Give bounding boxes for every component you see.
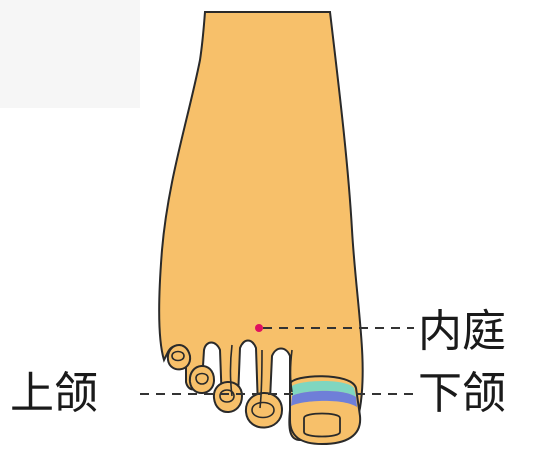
- foot-outline: [158, 11, 364, 441]
- toe-2-nail: [251, 401, 275, 419]
- band-lower: [291, 390, 357, 407]
- toe-gap-line-3: [289, 349, 293, 393]
- label-shangheng: 上颌: [10, 368, 98, 419]
- toe-gap-line-1: [229, 344, 233, 397]
- background-panel: [0, 0, 140, 108]
- toe-5-nail: [171, 350, 185, 362]
- big-toe-nail: [303, 412, 341, 438]
- band-upper: [292, 381, 356, 397]
- toe-4-nail: [195, 372, 209, 385]
- label-neiting: 内庭: [418, 306, 506, 357]
- label-xiaheng: 下颌: [418, 368, 506, 419]
- toe-gap-line-2: [259, 349, 263, 409]
- neiting-acupoint: [255, 324, 263, 332]
